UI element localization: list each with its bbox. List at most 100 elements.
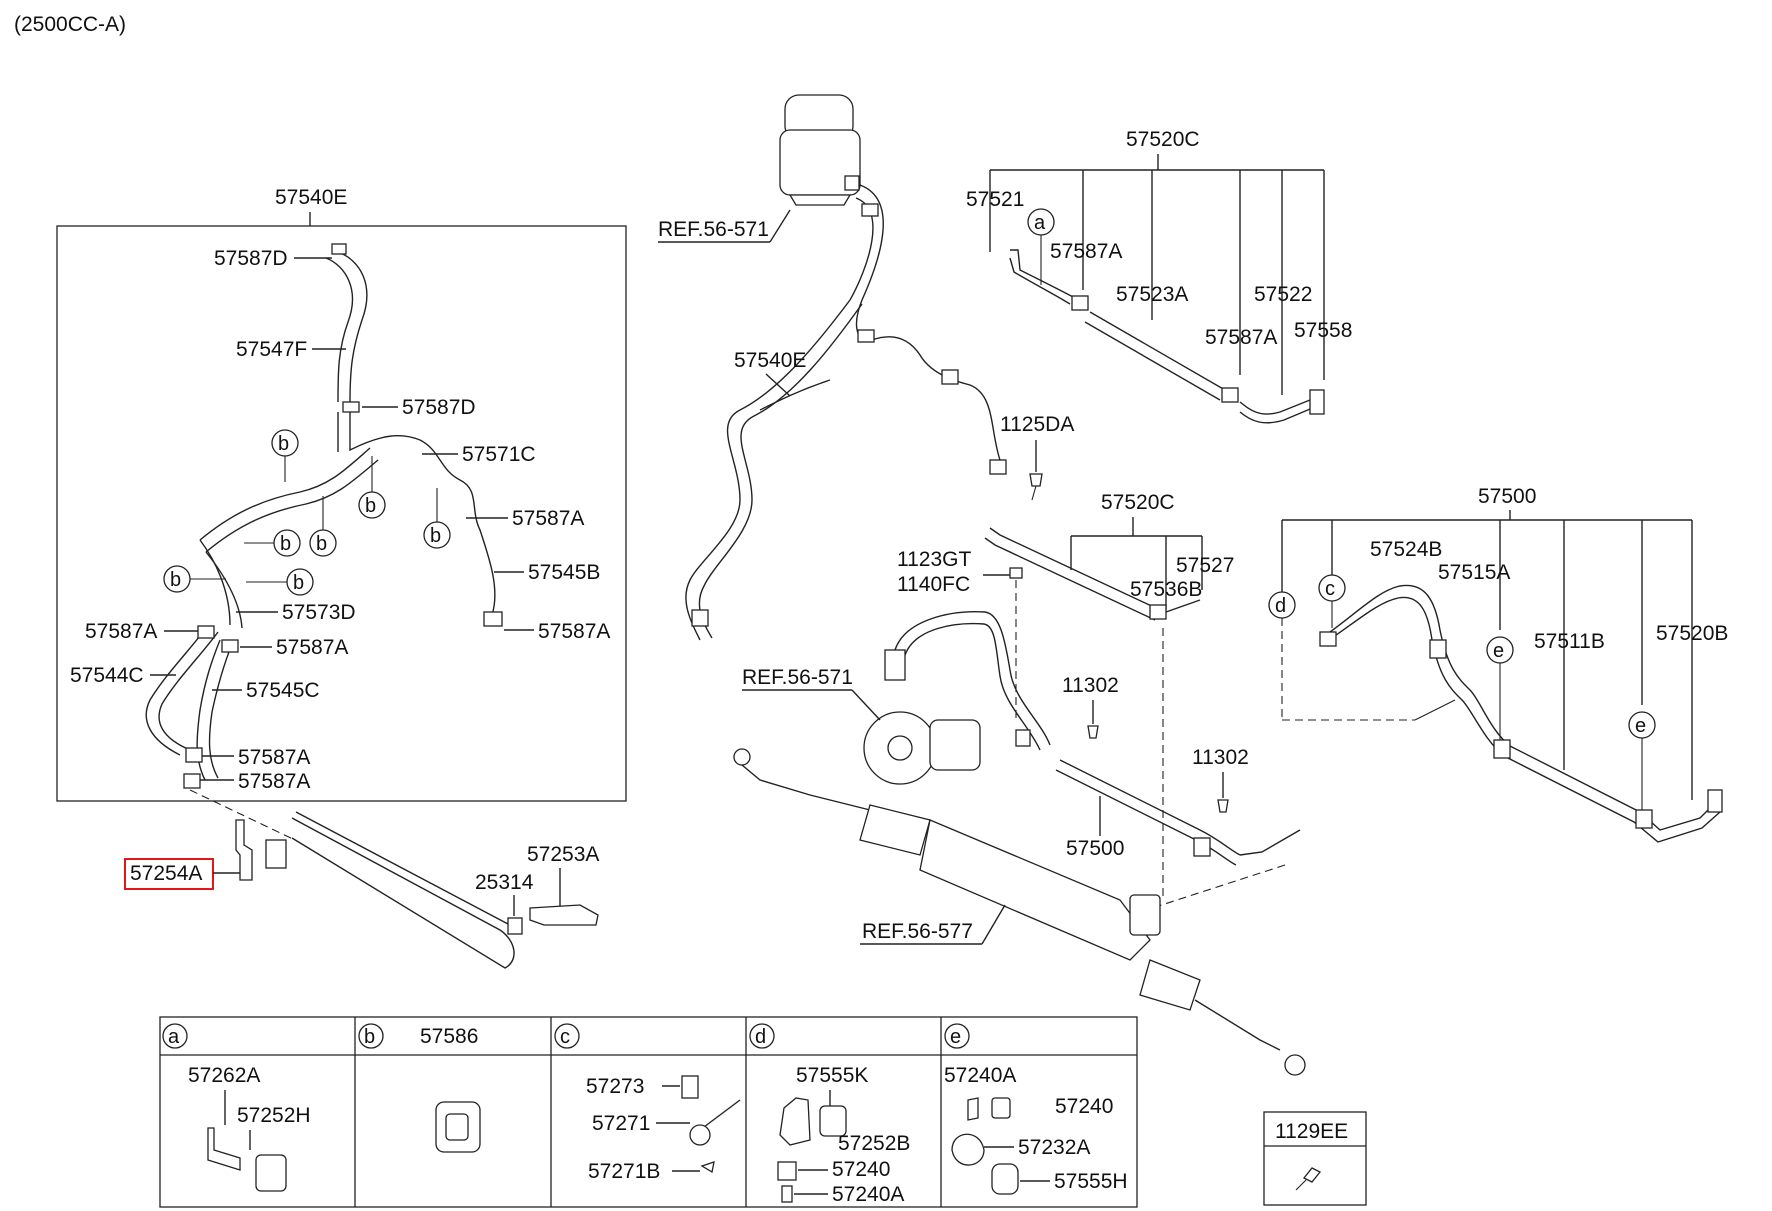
svg-text:e: e xyxy=(950,1026,961,1048)
legend-b-part-57586[interactable]: 57586 xyxy=(420,1025,478,1048)
part-label-57540E[interactable]: 57540E xyxy=(275,186,347,209)
fitting-57558 xyxy=(1309,389,1325,415)
ref-label-reservoir[interactable]: REF.56-571 xyxy=(658,218,769,241)
legend-key-e[interactable]: e xyxy=(944,1023,970,1049)
power-steering-pump xyxy=(863,649,981,785)
legend-d-bracket xyxy=(779,1097,811,1146)
callout-e-right-1[interactable]: e xyxy=(1486,636,1514,664)
legend-a-part-57252H[interactable]: 57252H xyxy=(237,1104,311,1127)
legend-key-b[interactable]: b xyxy=(358,1023,384,1049)
svg-text:b: b xyxy=(364,1026,375,1048)
part-label-57522[interactable]: 57522 xyxy=(1254,283,1312,306)
part-label-57515A[interactable]: 57515A xyxy=(1438,561,1510,584)
legend-key-d[interactable]: d xyxy=(749,1023,775,1049)
part-label-57523A[interactable]: 57523A xyxy=(1116,283,1188,306)
part-label-57520B[interactable]: 57520B xyxy=(1656,622,1728,645)
clamp-57587A-3 xyxy=(197,625,215,639)
legend-b-clip-inner xyxy=(445,1113,469,1141)
callout-b-7[interactable]: b xyxy=(286,568,314,596)
part-label-57573D[interactable]: 57573D xyxy=(282,601,356,624)
part-label-57587A-top2[interactable]: 57587A xyxy=(1205,326,1277,349)
callout-c-right[interactable]: c xyxy=(1318,574,1346,602)
clamp-57587D-mid xyxy=(342,401,360,413)
part-label-57545C[interactable]: 57545C xyxy=(246,679,320,702)
part-label-1140FC[interactable]: 1140FC xyxy=(897,573,970,596)
clip-57254A xyxy=(265,839,287,869)
callout-e-right-2[interactable]: e xyxy=(1628,711,1656,739)
bolt-11302-a xyxy=(1087,725,1099,739)
part-label-57587A-4[interactable]: 57587A xyxy=(276,636,348,659)
callout-b-5[interactable]: b xyxy=(309,529,337,557)
legend-e-part-57555H[interactable]: 57555H xyxy=(1054,1170,1128,1193)
legend-e-part-57232A[interactable]: 57232A xyxy=(1018,1136,1090,1159)
svg-text:c: c xyxy=(1325,578,1335,600)
clamp-57587A-top2 xyxy=(1221,387,1239,403)
part-label-57520C-mid[interactable]: 57520C xyxy=(1101,491,1175,514)
part-label-57540E-center[interactable]: 57540E xyxy=(734,349,806,372)
part-label-57587A-5[interactable]: 57587A xyxy=(238,746,310,769)
ref-label-pump[interactable]: REF.56-571 xyxy=(742,666,853,689)
legend-d-part-57240[interactable]: 57240 xyxy=(832,1158,890,1181)
part-label-57511B[interactable]: 57511B xyxy=(1534,630,1605,653)
part-label-57500-right[interactable]: 57500 xyxy=(1478,485,1536,508)
part-label-57587A-3[interactable]: 57587A xyxy=(85,620,157,643)
callout-b-1[interactable]: b xyxy=(271,429,299,457)
part-label-1123GT[interactable]: 1123GT xyxy=(897,548,971,571)
part-label-11302-a[interactable]: 11302 xyxy=(1062,674,1119,697)
callout-a-top[interactable]: a xyxy=(1027,208,1055,236)
legend-a-part-57262A[interactable]: 57262A xyxy=(188,1064,260,1087)
part-label-57587A-top[interactable]: 57587A xyxy=(1050,240,1122,263)
part-label-57544C[interactable]: 57544C xyxy=(70,664,144,687)
part-label-57524B[interactable]: 57524B xyxy=(1370,538,1442,561)
ref-label-steering-gear[interactable]: REF.56-577 xyxy=(862,920,973,943)
legend-e-part-57240[interactable]: 57240 xyxy=(1055,1095,1113,1118)
legend-c-part-57271[interactable]: 57271 xyxy=(592,1112,650,1135)
legend-d-pin xyxy=(781,1185,793,1203)
callout-b-6[interactable]: b xyxy=(163,565,191,593)
clamp-57536B xyxy=(1149,604,1167,620)
clamp-57587A-top xyxy=(1071,295,1089,311)
part-label-57521[interactable]: 57521 xyxy=(966,188,1024,211)
part-label-57545B[interactable]: 57545B xyxy=(528,561,600,584)
clamp-57587A-5 xyxy=(185,747,203,763)
part-label-25314[interactable]: 25314 xyxy=(475,871,534,894)
legend-key-c[interactable]: c xyxy=(554,1023,580,1049)
part-label-57500-mid[interactable]: 57500 xyxy=(1066,837,1124,860)
legend-e-clamp xyxy=(951,1133,985,1166)
part-label-57527[interactable]: 57527 xyxy=(1176,554,1234,577)
part-label-57587A-6[interactable]: 57587A xyxy=(238,770,310,793)
clamp-57587D-top xyxy=(331,243,347,255)
part-label-57587A-2[interactable]: 57587A xyxy=(538,620,610,643)
legend-c-clamp xyxy=(681,1075,699,1099)
fastener-box-title[interactable]: 1129EE xyxy=(1275,1120,1348,1143)
callout-b-4[interactable]: b xyxy=(273,529,301,557)
legend-d-part-57252B[interactable]: 57252B xyxy=(838,1132,910,1155)
part-label-57520C-top[interactable]: 57520C xyxy=(1126,128,1200,151)
svg-text:a: a xyxy=(168,1026,180,1048)
variant-label: (2500CC-A) xyxy=(14,13,126,36)
legend-c-part-57273[interactable]: 57273 xyxy=(586,1075,644,1098)
legend-c-pin xyxy=(700,1161,715,1174)
part-label-57254A[interactable]: 57254A xyxy=(130,862,202,885)
callout-b-2[interactable]: b xyxy=(358,491,386,519)
part-label-57587A-1[interactable]: 57587A xyxy=(512,507,584,530)
part-label-11302-b[interactable]: 11302 xyxy=(1192,746,1249,769)
part-label-57571C[interactable]: 57571C xyxy=(462,443,536,466)
callout-b-3[interactable]: b xyxy=(423,521,451,549)
legend-d-part-57555K[interactable]: 57555K xyxy=(796,1064,868,1087)
part-label-57536B[interactable]: 57536B xyxy=(1130,578,1202,601)
part-label-57558[interactable]: 57558 xyxy=(1294,319,1352,342)
legend-c-part-57271B[interactable]: 57271B xyxy=(588,1160,660,1183)
callout-d-right[interactable]: d xyxy=(1268,591,1296,619)
legend-e-part-57240A[interactable]: 57240A xyxy=(944,1064,1016,1087)
bolt-1125DA xyxy=(1029,473,1043,487)
part-label-57587D-mid[interactable]: 57587D xyxy=(402,396,476,419)
legend-key-a[interactable]: a xyxy=(162,1023,188,1049)
part-label-57253A[interactable]: 57253A xyxy=(527,843,599,866)
legend-d-part-57240A[interactable]: 57240A xyxy=(832,1183,904,1206)
part-label-57587D-top[interactable]: 57587D xyxy=(214,247,288,270)
svg-text:d: d xyxy=(755,1026,766,1048)
part-label-1125DA[interactable]: 1125DA xyxy=(1000,413,1074,436)
part-label-57547F[interactable]: 57547F xyxy=(236,338,307,361)
